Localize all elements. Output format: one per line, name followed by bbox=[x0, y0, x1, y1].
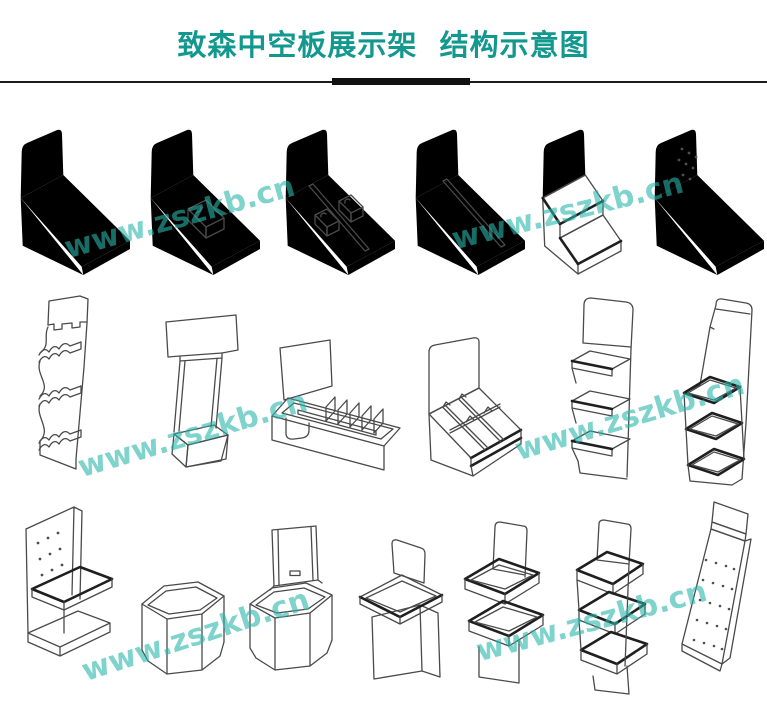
drawing-counter-display-divider-steps bbox=[285, 129, 395, 275]
drawing-hexagonal-bin-with-header bbox=[249, 525, 333, 671]
page-title: 致森中空板展示架 结构示意图 bbox=[177, 28, 590, 62]
drawing-hexagonal-bin bbox=[141, 581, 225, 675]
drawing-pegboard-stand-shelf bbox=[25, 506, 114, 657]
drawing-floor-stand-diamond-shelves bbox=[682, 298, 753, 486]
drawing-counter-display-two-steps bbox=[541, 129, 623, 275]
drawing-floor-stand-two-trays bbox=[463, 521, 545, 684]
drawing-floor-stand-three-trays-header bbox=[570, 297, 634, 480]
drawing-scalloped-rack bbox=[38, 295, 89, 470]
drawing-counter-display-perforated-back bbox=[654, 129, 764, 275]
drawing-counter-display-riser-step bbox=[150, 129, 260, 275]
drawing-long-tray-dividers bbox=[271, 339, 401, 471]
drawing-floor-stand-three-trays bbox=[575, 519, 649, 695]
drawing-t-header-dump-bin bbox=[165, 314, 239, 468]
drawing-dump-bin-slanted-tray bbox=[358, 539, 444, 680]
drawing-leaning-pegboard-stand bbox=[681, 501, 752, 672]
divider-accent-bar bbox=[332, 78, 470, 85]
drawing-counter-display-single-divider bbox=[415, 129, 525, 275]
drawing-six-compartment-tray bbox=[428, 337, 523, 477]
